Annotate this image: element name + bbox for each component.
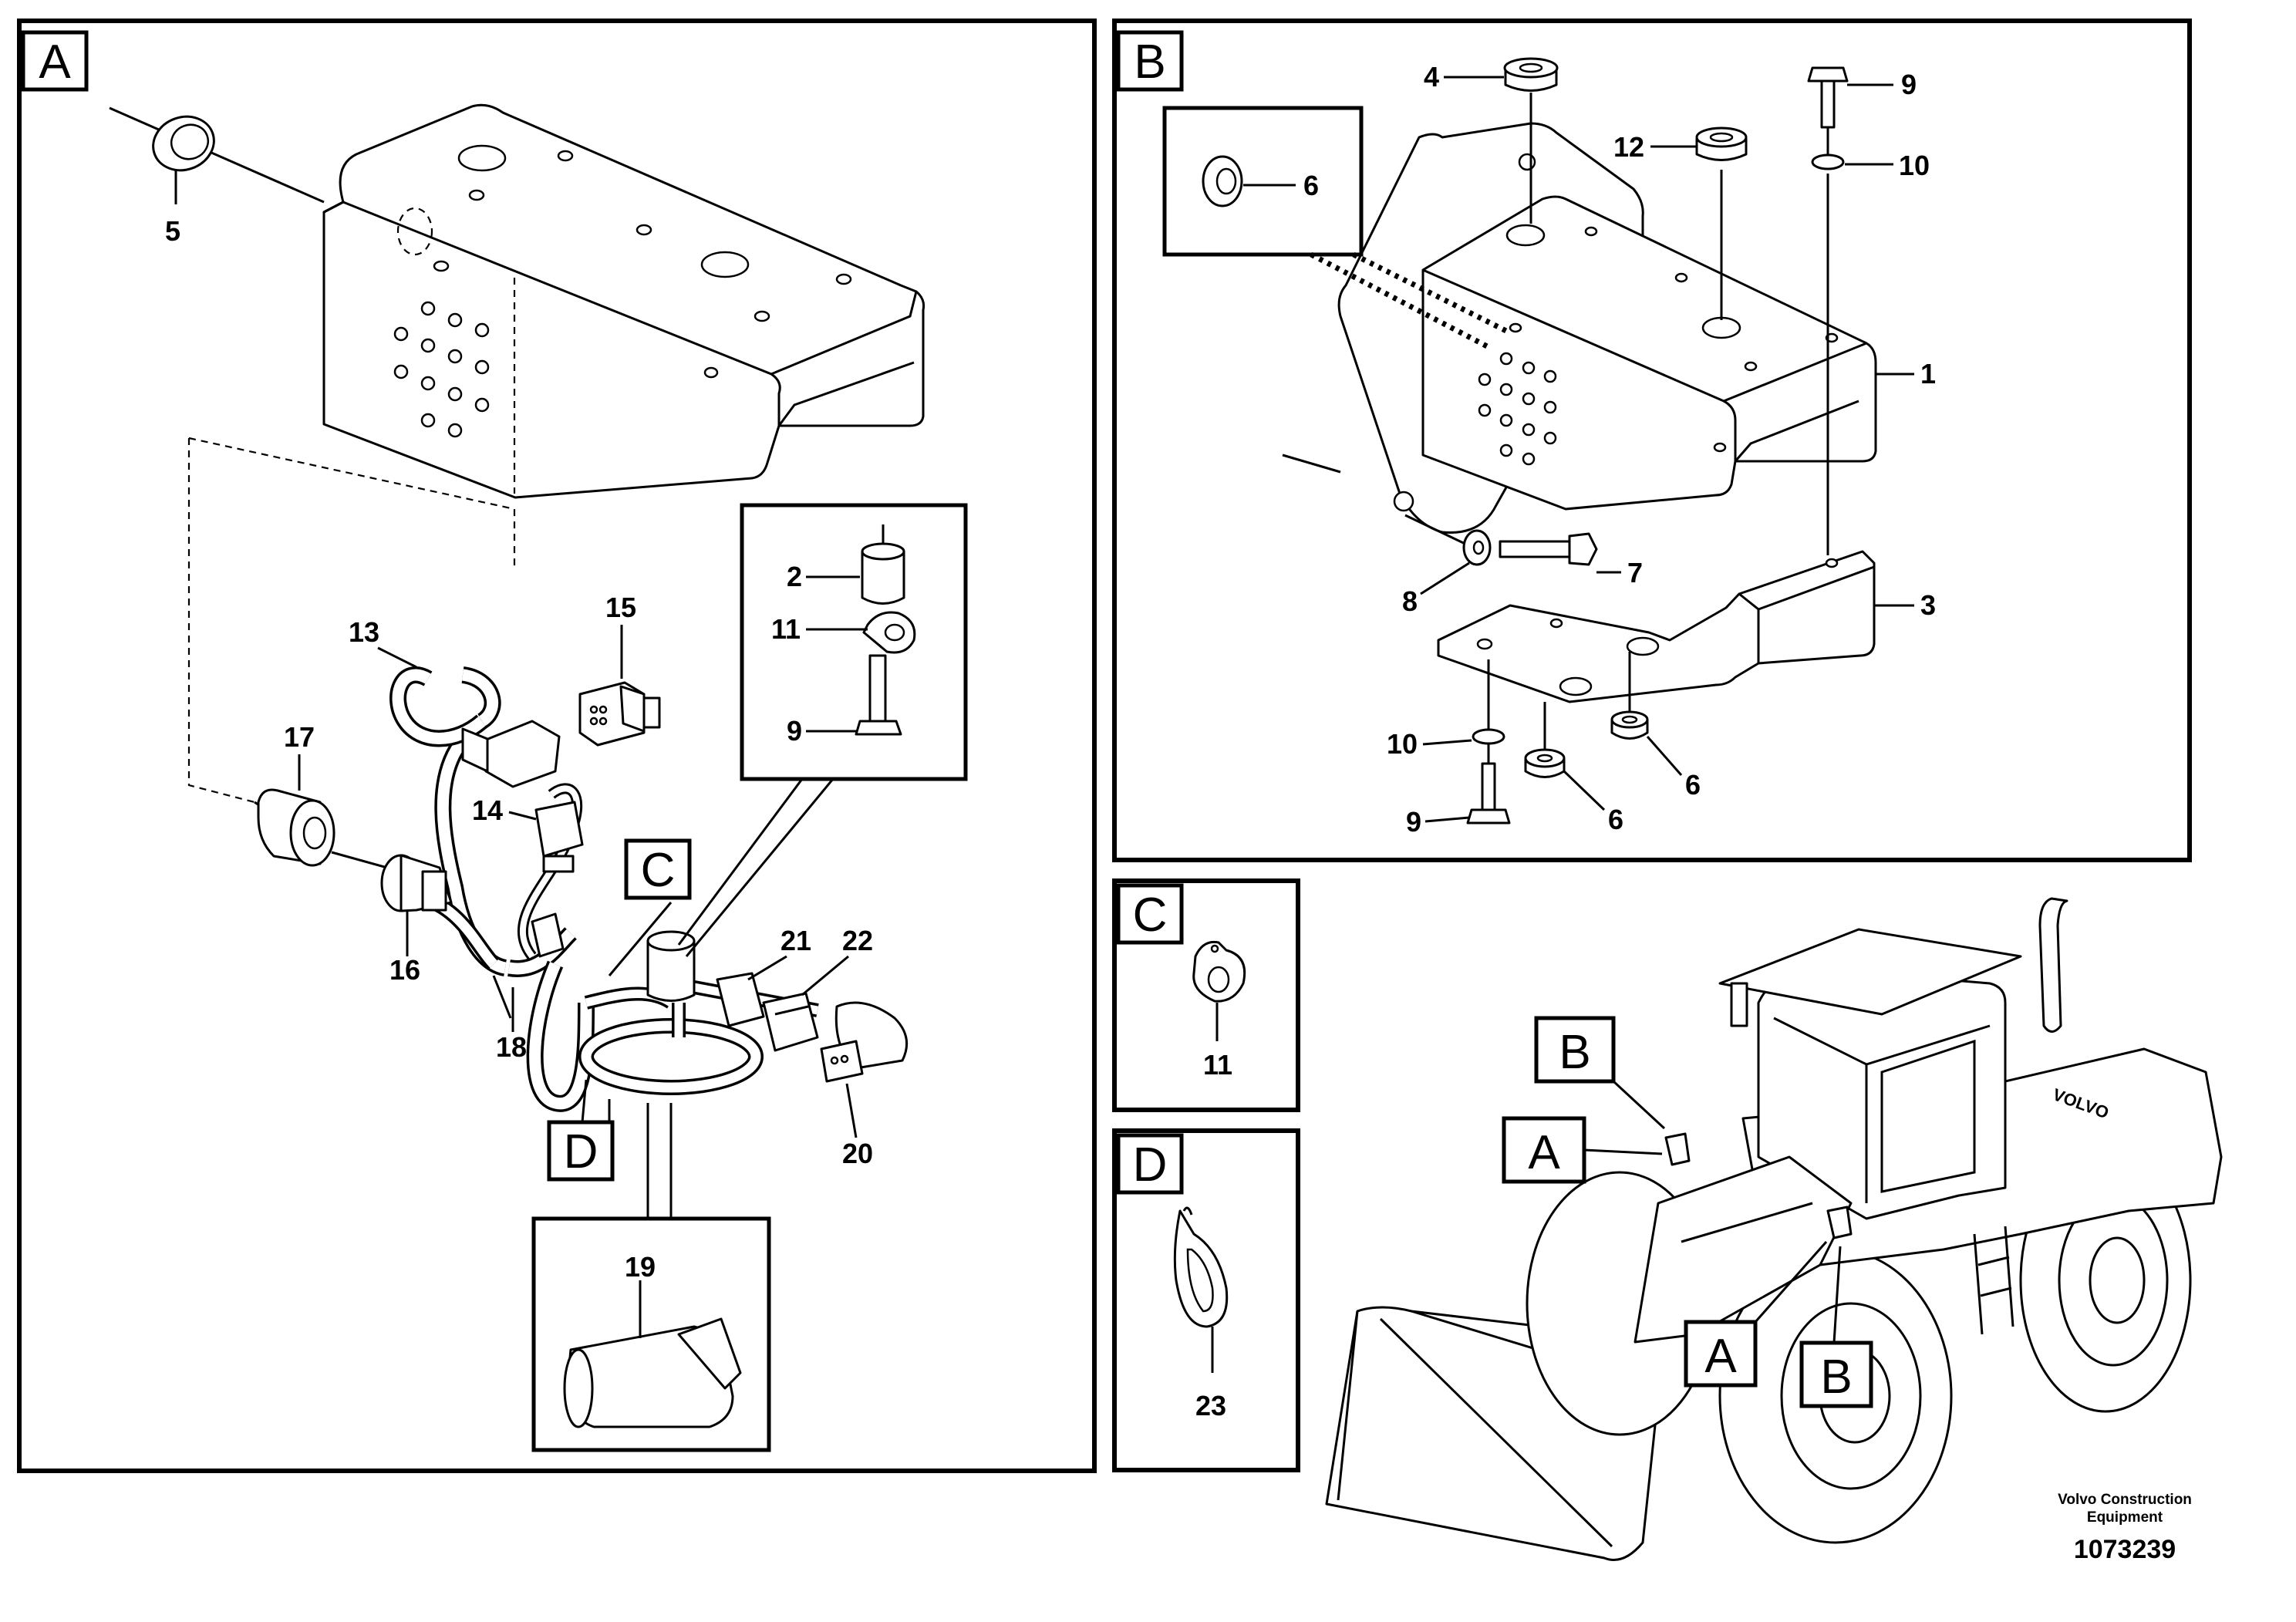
svg-text:B: B <box>1820 1351 1852 1404</box>
section-label-d: D <box>1116 1133 1184 1195</box>
washer-6-b <box>1524 748 1566 778</box>
part-number-6-inset: 6 <box>1303 170 1319 201</box>
part-number-21: 21 <box>781 925 811 956</box>
credit-line-1: Volvo Construction <box>2058 1492 2192 1508</box>
part-number-14: 14 <box>472 794 503 826</box>
part-number-9-a: 9 <box>787 715 802 747</box>
part-number-16: 16 <box>389 954 420 986</box>
part-number-2: 2 <box>787 561 802 592</box>
part-number-12: 12 <box>1613 131 1644 163</box>
part-number-23: 23 <box>1195 1390 1226 1421</box>
connector-22 <box>762 992 819 1052</box>
connector-21 <box>716 972 765 1027</box>
panel-c-frame <box>1112 878 1300 1112</box>
callout-b-loader-bottom: B <box>1799 1340 1873 1408</box>
part-number-10-b-top: 10 <box>1899 150 1930 181</box>
clamp-11-a <box>862 611 916 654</box>
part-number-1: 1 <box>1920 358 1936 389</box>
document-number: 1073239 <box>2074 1535 2176 1564</box>
part-number-9-b-top: 9 <box>1901 69 1917 100</box>
svg-text:A: A <box>1704 1330 1737 1383</box>
part-number-19: 19 <box>625 1251 656 1283</box>
part-number-15: 15 <box>605 592 636 623</box>
connector-20 <box>820 1001 909 1083</box>
panel-a-frame <box>17 19 1097 1473</box>
connector-17 <box>254 788 402 873</box>
callout-c-panel-a: C <box>624 838 692 900</box>
washer-10-top <box>1811 153 1845 170</box>
svg-text:B: B <box>1134 35 1165 89</box>
part-number-4: 4 <box>1424 61 1439 93</box>
panel-b-drawing <box>1162 57 1877 824</box>
panel-b-frame <box>1112 19 2192 862</box>
exhaust-stack <box>2038 897 2068 1033</box>
part-number-20: 20 <box>842 1138 873 1169</box>
section-label-a: A <box>21 30 89 92</box>
callout-a-loader-bottom: A <box>1684 1320 1758 1388</box>
callout-a-loader-left: A <box>1502 1116 1586 1184</box>
svg-text:A: A <box>39 35 71 89</box>
vent-holes-b <box>1478 352 1557 466</box>
svg-text:C: C <box>1133 889 1168 942</box>
screw-9-a <box>855 654 902 736</box>
part-number-18: 18 <box>496 1031 527 1063</box>
vent-holes-a <box>393 301 490 438</box>
part-number-13: 13 <box>349 616 379 648</box>
part-number-5: 5 <box>165 215 180 247</box>
svg-text:C: C <box>641 844 676 897</box>
svg-text:D: D <box>564 1125 598 1179</box>
sensor-unit <box>646 930 696 1002</box>
bracket-3 <box>1437 550 1876 703</box>
svg-text:D: D <box>1133 1138 1168 1192</box>
part-number-17: 17 <box>284 721 315 753</box>
washer-10-bottom <box>1472 728 1505 745</box>
svg-text:A: A <box>1528 1126 1560 1179</box>
callout-d-panel-a: D <box>547 1120 615 1182</box>
credit-line-2: Equipment <box>2087 1509 2163 1526</box>
part-number-10-b-bottom: 10 <box>1387 728 1418 760</box>
harness-clip <box>531 912 565 958</box>
bracket-1 <box>1421 195 1877 511</box>
bolt-9-top <box>1807 66 1849 129</box>
connector-16 <box>380 854 453 912</box>
detail-inset-2-11-9 <box>740 503 968 781</box>
connector-14 <box>534 801 584 873</box>
panel-d-frame <box>1112 1128 1300 1472</box>
part-number-6-b-bottom: 6 <box>1608 804 1623 835</box>
sleeve-19 <box>563 1280 742 1428</box>
panel-d-drawing <box>1173 1206 1229 1373</box>
detail-inset-19 <box>531 1216 771 1452</box>
bolt-7 <box>1499 532 1598 566</box>
section-label-c: C <box>1116 883 1184 945</box>
bolt-9-bottom <box>1466 762 1511 824</box>
callout-b-loader-top: B <box>1534 1016 1616 1084</box>
boom-arm <box>1633 1155 1853 1344</box>
svg-text:B: B <box>1559 1026 1590 1079</box>
spacer-2 <box>861 524 905 605</box>
part-number-7: 7 <box>1627 557 1643 588</box>
part-number-6-b-right: 6 <box>1685 769 1701 801</box>
washer-8 <box>1462 529 1492 566</box>
detail-inset-6 <box>1162 106 1364 257</box>
grommet-5 <box>152 115 215 172</box>
section-label-b: B <box>1116 30 1184 92</box>
wheel-loader-illustration: VOLVO <box>1325 897 2223 1561</box>
bracket-cover <box>322 103 925 499</box>
panel-a-drawing <box>109 103 968 1452</box>
grommet-4 <box>1503 57 1559 92</box>
panel-c-drawing <box>1192 940 1246 1041</box>
grommet-12 <box>1695 126 1748 161</box>
part-number-8: 8 <box>1402 585 1418 617</box>
connector-15 <box>578 681 661 747</box>
washer-6-inset <box>1202 155 1243 207</box>
washer-6-a <box>1610 710 1649 740</box>
harness-connector <box>461 720 561 788</box>
part-number-11-a: 11 <box>771 613 801 645</box>
part-number-9-b-bottom: 9 <box>1406 806 1421 838</box>
part-number-22: 22 <box>842 925 873 956</box>
part-number-11-c: 11 <box>1203 1049 1232 1081</box>
part-number-3: 3 <box>1920 589 1936 621</box>
